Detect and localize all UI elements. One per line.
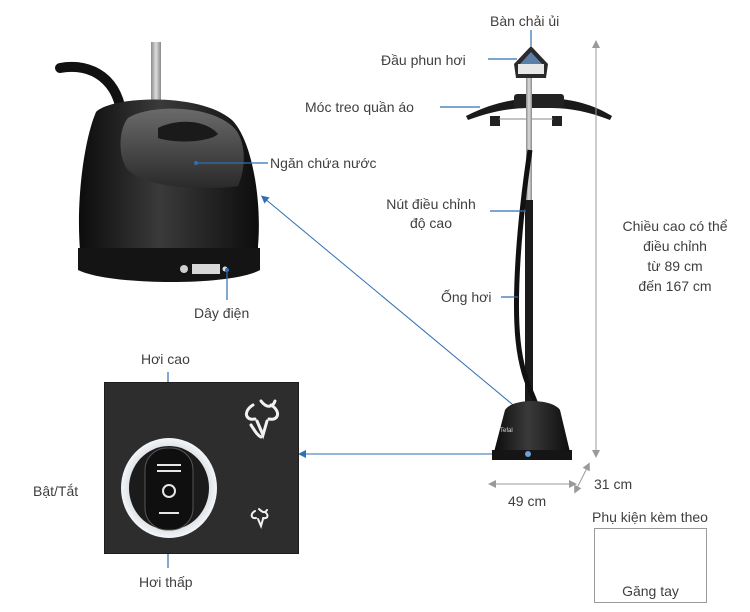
label-high-steam: Hơi cao xyxy=(141,351,190,367)
water-tank-closeup xyxy=(120,108,244,189)
label-height-range-1: Chiều cao có thể xyxy=(622,218,728,234)
steamer-base xyxy=(494,401,570,452)
control-panel-art xyxy=(121,399,279,538)
high-steam-icon xyxy=(245,399,279,440)
label-accessories: Phụ kiện kèm theo xyxy=(592,509,708,525)
label-hanger: Móc treo quần áo xyxy=(305,99,414,115)
steam-hose xyxy=(514,149,539,406)
label-on-off: Bật/Tắt xyxy=(33,483,79,499)
label-low-steam: Hơi thấp xyxy=(139,574,193,590)
base-closeup xyxy=(55,42,260,282)
label-steam-head: Đầu phun hơi xyxy=(381,52,466,68)
low-steam-icon xyxy=(250,508,269,529)
full-steamer: Tefal xyxy=(466,46,612,460)
label-height-button-1: Nút điều chỉnh xyxy=(386,196,476,212)
pole-closeup xyxy=(151,42,161,110)
label-glove: Găng tay xyxy=(622,583,679,599)
label-width: 49 cm xyxy=(508,493,547,509)
hanger xyxy=(466,98,612,120)
label-height-range-3: từ 89 cm xyxy=(647,258,703,274)
link-closeup xyxy=(260,195,525,415)
dimension-depth xyxy=(574,462,590,494)
label-depth: 31 cm xyxy=(594,476,633,492)
label-steam-hose: Ống hơi xyxy=(441,289,492,305)
label-power-cord: Dây điện xyxy=(194,305,250,321)
accessory-box xyxy=(594,528,707,603)
rocker-switch xyxy=(144,447,194,531)
control-panel-closeup xyxy=(104,382,299,554)
label-water-tank: Ngăn chứa nước xyxy=(270,155,377,171)
pole xyxy=(525,200,533,410)
label-height-range-2: điều chỉnh xyxy=(643,238,707,254)
label-height-range-4: đến 167 cm xyxy=(638,278,712,294)
brand-mark: Tefal xyxy=(500,428,513,434)
label-height-button-2: độ cao xyxy=(409,215,453,231)
label-brush: Bàn chải ủi xyxy=(490,13,560,29)
